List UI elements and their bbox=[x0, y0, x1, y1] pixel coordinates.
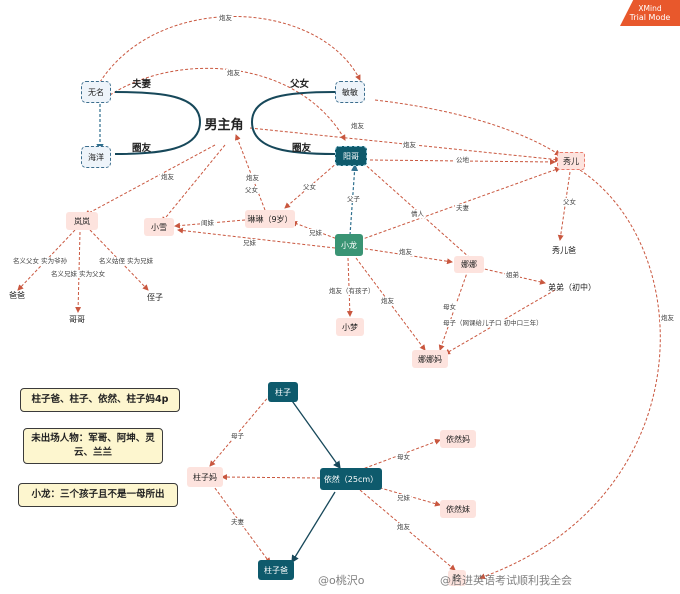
edge-didi-nanama bbox=[444, 289, 556, 355]
label-fuqi-zhuzi: 夫妻 bbox=[230, 518, 245, 526]
node-xiuer[interactable]: 秀儿 bbox=[557, 152, 585, 170]
label-paoyou-nana: 炮友 bbox=[398, 248, 413, 256]
node-xiaomeng[interactable]: 小梦 bbox=[336, 318, 364, 336]
label-xiongmei-yiran: 兄妹 bbox=[396, 494, 411, 502]
edge-zhuzima-zhuziba bbox=[211, 483, 271, 564]
brace-right bbox=[250, 91, 336, 155]
node-linlin[interactable]: 琳琳（9岁） bbox=[245, 210, 295, 228]
node-gege[interactable]: 哥哥 bbox=[69, 314, 85, 324]
node-zhuzi[interactable]: 柱子 bbox=[268, 382, 298, 402]
label-gongdi: 公地 bbox=[455, 156, 470, 164]
edge-far-ling bbox=[479, 169, 661, 580]
label-paoyou-youhaizi: 炮友（有孩子） bbox=[328, 287, 376, 295]
edge-linlin-main bbox=[235, 134, 266, 211]
label-fuqi: 夫妻 bbox=[132, 79, 152, 90]
edge-yiran-zhuzima bbox=[221, 474, 321, 481]
edge-xiaolong-xiaoxue bbox=[177, 227, 336, 249]
node-zhuzima[interactable]: 柱子妈 bbox=[187, 467, 223, 487]
label-xiongmei-linlin: 兄妹 bbox=[308, 229, 323, 237]
edge-minmin-xiuer bbox=[374, 99, 561, 156]
edge-nana-yangge bbox=[359, 159, 471, 259]
edge-xiuer-xiuerba bbox=[557, 171, 571, 241]
label-paoyou-far: 炮友 bbox=[660, 314, 675, 322]
label-quanyou-left: 圈友 bbox=[132, 143, 152, 154]
label-munv-yiran: 母女 bbox=[396, 453, 411, 461]
badge-brand: XMind bbox=[638, 4, 662, 13]
label-fuzi-xiaoxue: 父女 bbox=[244, 186, 259, 194]
label-yanmei: 闺妹 bbox=[200, 219, 215, 227]
label-fuqi-xiuer: 夫妻 bbox=[455, 204, 470, 212]
label-paoyou-nanama: 炮友 bbox=[380, 297, 395, 305]
label-ganyi-zhi: 名义姑侄 实为兄妹 bbox=[98, 257, 155, 265]
note-unseen-characters: 未出场人物：军哥、阿坤、灵云、兰兰 bbox=[23, 428, 163, 464]
node-yiranma[interactable]: 依然妈 bbox=[440, 430, 476, 448]
node-lanlan[interactable]: 岚岚 bbox=[66, 212, 98, 230]
label-muzi-zhuzi: 母子 bbox=[230, 432, 245, 440]
node-yangge[interactable]: 阳哥 bbox=[335, 146, 367, 166]
label-paoyou-lanlan: 炮友 bbox=[160, 173, 175, 181]
label-paoyou-right1: 炮友 bbox=[402, 141, 417, 149]
node-yiran[interactable]: 依然（25cm） bbox=[320, 468, 382, 490]
note-4p: 柱子爸、柱子、依然、柱子妈4p bbox=[20, 388, 180, 412]
node-nanama[interactable]: 娜娜妈 bbox=[412, 350, 448, 368]
edge-wuming-minmin bbox=[99, 16, 361, 83]
label-ganyi-fu: 名义父女 实为爷孙 bbox=[12, 257, 69, 265]
node-yiranmei[interactable]: 依然妹 bbox=[440, 500, 476, 518]
node-main[interactable]: 男主角 bbox=[204, 117, 244, 133]
label-paoyou-yangge: 炮友 bbox=[350, 122, 365, 130]
edge-zhuzi-yiran bbox=[289, 397, 341, 470]
brace-left bbox=[114, 91, 202, 155]
label-paoyou-mid: 炮友 bbox=[226, 69, 241, 77]
label-jiedi: 姐弟 bbox=[505, 271, 520, 279]
node-zhuziba[interactable]: 柱子爸 bbox=[258, 560, 294, 580]
label-qingren: 情人 bbox=[410, 210, 425, 218]
note-xiaolong: 小龙：三个孩子且不是一母所出 bbox=[18, 483, 178, 507]
watermark-2: @后进英语考试顺利我全会 bbox=[440, 574, 572, 587]
edge-zhuzi-zhuzima bbox=[209, 394, 271, 467]
label-funv: 父女 bbox=[290, 79, 310, 90]
label-paoyou-top: 炮友 bbox=[218, 14, 233, 22]
node-ling[interactable]: 玲 bbox=[448, 570, 466, 586]
edge-nana-didi bbox=[479, 267, 546, 285]
watermark-1: @o桃沢o bbox=[318, 574, 365, 587]
label-paoyou-xiaoxue: 炮友 bbox=[245, 174, 260, 182]
node-xiaolong[interactable]: 小龙 bbox=[335, 234, 363, 256]
edge-main-xiaoxue bbox=[161, 144, 226, 223]
label-fuzi-linlin: 父女 bbox=[302, 183, 317, 191]
node-wuming[interactable]: 无名 bbox=[81, 81, 111, 103]
node-xiaoxue[interactable]: 小雪 bbox=[144, 218, 174, 236]
badge-mode: Trial Mode bbox=[629, 13, 671, 22]
node-zhizi[interactable]: 侄子 bbox=[147, 292, 163, 302]
node-haiyang[interactable]: 海洋 bbox=[81, 146, 111, 168]
label-fuzi-yangge: 父子 bbox=[346, 195, 361, 203]
label-munv: 母女 bbox=[442, 303, 457, 311]
label-ganyi-xiong: 名义兄妹 实为父女 bbox=[50, 270, 107, 278]
edge-yiran-zhuziba bbox=[291, 491, 336, 564]
node-baba[interactable]: 爸爸 bbox=[9, 290, 25, 300]
label-muzi: 母子（网课给儿子口 初中口三年） bbox=[442, 319, 544, 327]
node-xiuerba[interactable]: 秀儿爸 bbox=[552, 245, 576, 255]
node-minmin[interactable]: 敏敏 bbox=[335, 81, 365, 103]
node-nana[interactable]: 娜娜 bbox=[454, 256, 484, 273]
label-fuzi-xiuer: 父女 bbox=[562, 198, 577, 206]
label-paoyou-ling: 炮友 bbox=[396, 523, 411, 531]
label-quanyou-right: 圈友 bbox=[292, 143, 312, 154]
node-didi[interactable]: 弟弟（初中） bbox=[548, 282, 596, 292]
label-xiongmei-xiaoxue: 兄妹 bbox=[242, 239, 257, 247]
